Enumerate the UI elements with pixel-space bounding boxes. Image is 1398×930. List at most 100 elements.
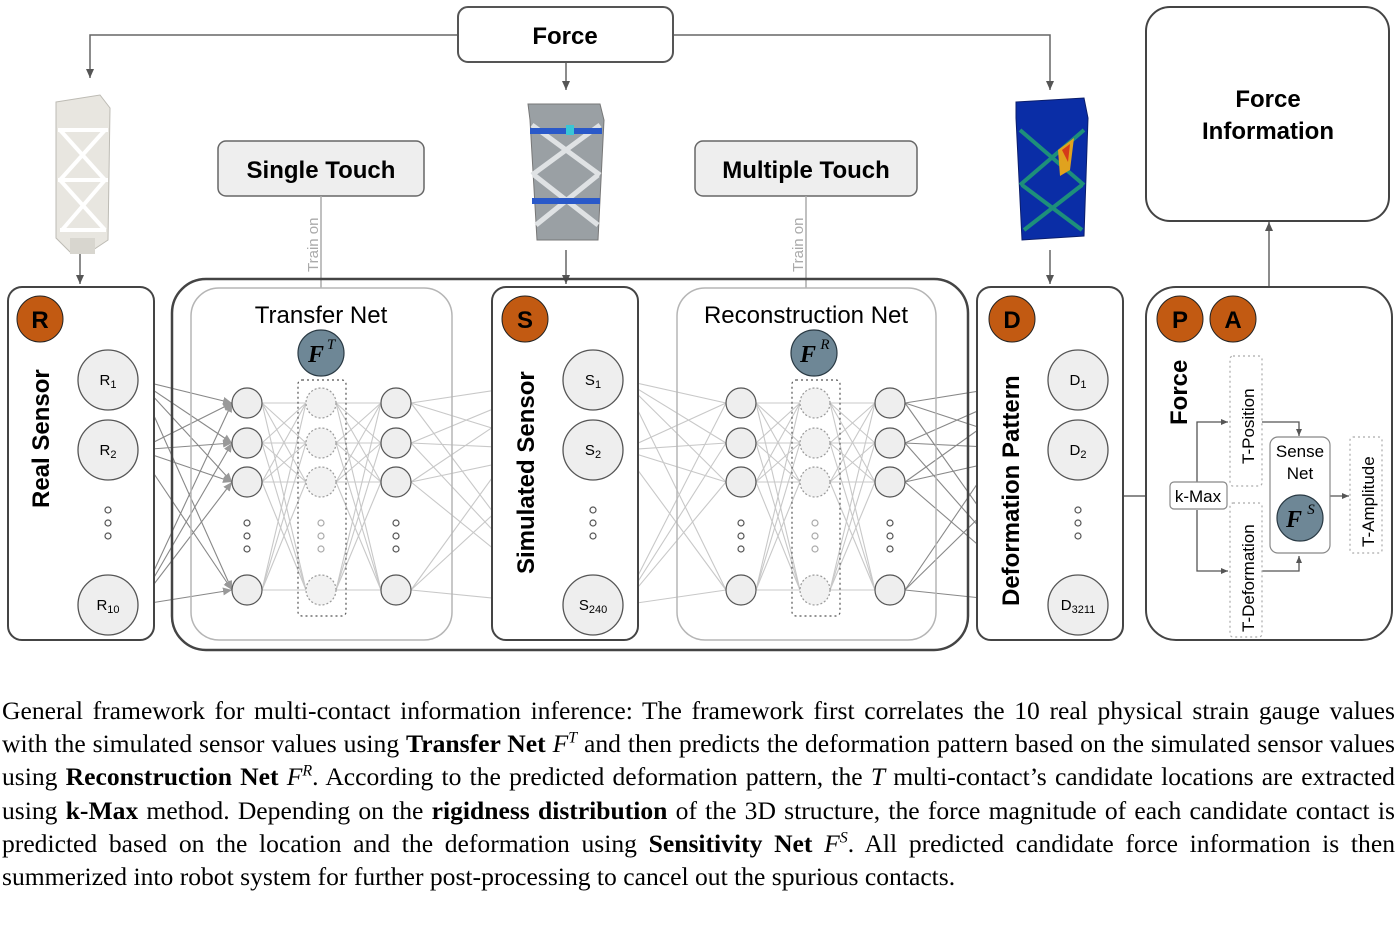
svg-text:F: F — [307, 342, 324, 368]
hidden-neuron — [305, 427, 337, 459]
ellipsis-dot — [243, 532, 251, 540]
simulated-sensor-image — [527, 103, 605, 241]
ellipsis-dot — [392, 545, 400, 553]
badge-d: D — [988, 295, 1036, 343]
deformation-pattern-node: D2 — [1047, 419, 1109, 481]
hidden-neuron — [799, 387, 831, 419]
connection-line — [261, 442, 307, 591]
t-position-label: T-Position — [1239, 388, 1258, 464]
connection-line — [622, 402, 727, 606]
t-position-box — [1229, 355, 1263, 487]
badge-a: A — [1209, 295, 1257, 343]
sense-net-line2: Net — [1287, 464, 1314, 483]
connection-line — [755, 442, 801, 591]
ellipsis-dot — [811, 545, 819, 553]
ellipsis-dot — [886, 519, 894, 527]
network-container — [170, 277, 970, 652]
ellipsis-dot — [104, 519, 112, 527]
hidden-neuron — [874, 466, 906, 498]
force-panel-box — [1145, 286, 1393, 641]
transfer-net-box — [190, 287, 453, 641]
hidden-neuron — [305, 466, 337, 498]
ellipsis-dot — [317, 532, 325, 540]
connection-line — [622, 442, 727, 606]
svg-text:R: R — [31, 307, 48, 334]
real-sensor-node: R10 — [77, 574, 139, 636]
real-sensor-title: Real Sensor — [28, 369, 55, 508]
connection-line — [829, 442, 876, 483]
real-sensor-image — [55, 94, 111, 254]
sense-net-symbol: F S — [1276, 494, 1324, 542]
svg-text:R2: R2 — [100, 442, 117, 461]
ellipsis-dot — [317, 519, 325, 527]
real-sensor-node: R1 — [77, 349, 139, 411]
badge-s: S — [501, 295, 549, 343]
deformation-pattern-node: D3211 — [1047, 574, 1109, 636]
svg-text:S240: S240 — [579, 597, 607, 616]
connection-line — [829, 402, 876, 444]
multiple-touch-label: Multiple Touch — [722, 157, 890, 184]
ellipsis-dot — [737, 532, 745, 540]
svg-text:T: T — [327, 337, 337, 353]
simulated-sensor-node: S1 — [562, 349, 624, 411]
connection-line — [261, 442, 307, 483]
force-information-box — [1145, 6, 1390, 222]
svg-text:S: S — [1307, 502, 1315, 518]
t-amplitude-box — [1349, 436, 1383, 554]
connection-line — [755, 481, 801, 591]
multiple-touch-train-on: Train on — [790, 218, 807, 272]
ellipsis-dot — [1074, 532, 1082, 540]
hidden-neuron — [725, 427, 757, 459]
connection-line — [622, 379, 727, 591]
hidden-neuron — [231, 387, 263, 419]
connection-line — [335, 442, 382, 591]
figure-caption: General framework for multi-contact info… — [2, 696, 1395, 892]
connection-line — [755, 402, 801, 591]
ellipsis-dot — [886, 545, 894, 553]
ellipsis-dot — [589, 506, 597, 514]
connection-line — [261, 402, 307, 444]
hidden-neuron — [799, 466, 831, 498]
connection-line — [755, 402, 801, 444]
hidden-neuron — [305, 387, 337, 419]
ellipsis-dot — [811, 532, 819, 540]
connection-line — [335, 442, 382, 483]
ellipsis-dot — [243, 519, 251, 527]
connection-line — [622, 589, 727, 606]
connection-line — [335, 402, 382, 444]
hidden-neuron — [380, 387, 412, 419]
hidden-neuron — [380, 427, 412, 459]
force-box — [457, 6, 674, 63]
deformation-pattern-node: D1 — [1047, 349, 1109, 411]
hidden-neuron — [874, 574, 906, 606]
hidden-neuron — [231, 427, 263, 459]
single-touch-train-on: Train on — [305, 218, 322, 272]
t-deformation-box — [1229, 502, 1263, 638]
connection-line — [261, 402, 307, 591]
svg-text:F: F — [799, 342, 816, 368]
connection-line — [335, 481, 382, 591]
force-panel-title: Force — [1166, 360, 1193, 425]
hidden-neuron — [231, 466, 263, 498]
connection-line — [829, 442, 876, 591]
kmax-box — [1169, 481, 1228, 510]
connection-line — [261, 481, 307, 591]
reconstruction-net-symbol: F R — [790, 329, 838, 377]
simulated-sensor-node: S240 — [562, 574, 624, 636]
connection-line — [335, 402, 382, 483]
svg-text:P: P — [1172, 307, 1188, 334]
hidden-neuron — [725, 466, 757, 498]
connection-line — [622, 379, 727, 404]
hidden-neuron — [874, 387, 906, 419]
ellipsis-dot — [886, 532, 894, 540]
svg-text:S1: S1 — [585, 372, 601, 391]
ellipsis-dot — [392, 532, 400, 540]
hidden-neuron — [725, 387, 757, 419]
simulated-sensor-node: S2 — [562, 419, 624, 481]
svg-text:F: F — [1285, 507, 1302, 533]
simulated-sensor-title: Simulated Sensor — [513, 371, 540, 574]
deformation-pattern-image — [1015, 97, 1089, 241]
transfer-net-dropout-column — [297, 379, 347, 617]
hidden-neuron — [380, 466, 412, 498]
svg-text:S: S — [517, 307, 533, 334]
